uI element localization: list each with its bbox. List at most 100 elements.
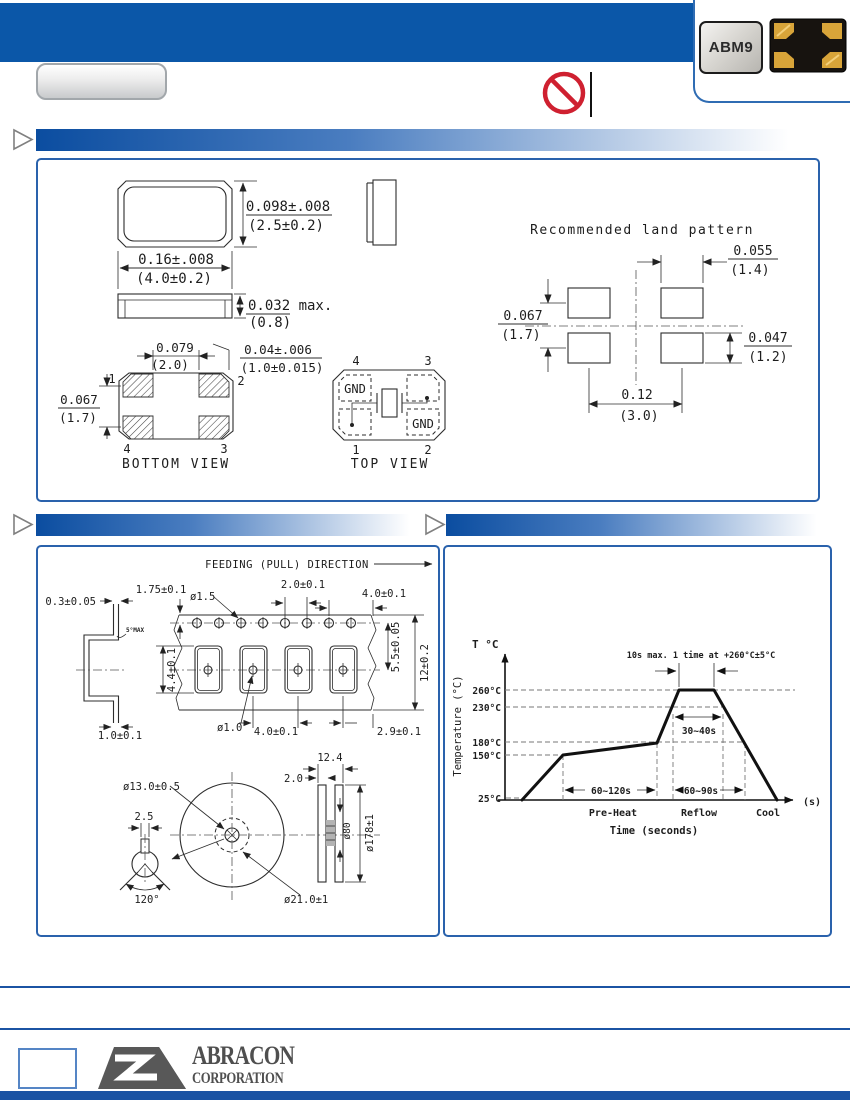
- prohibition-icon: [542, 71, 586, 115]
- dim-thickness-in: 0.032 max.: [248, 298, 332, 314]
- duration-preheat: 60~120s: [591, 786, 631, 797]
- chip-photo-top: ABM9: [699, 21, 763, 74]
- duration-peak: 30~40s: [682, 726, 716, 737]
- dim-12: 12±0.2: [419, 644, 431, 682]
- header-tab: [36, 63, 167, 100]
- top-pin-4: 4: [352, 354, 359, 368]
- dim-width-mm: (4.0±0.2): [136, 271, 212, 287]
- feeding-direction-label: FEEDING (PULL) DIRECTION: [205, 559, 369, 571]
- dim-tape-angle: 5°MAX: [126, 627, 144, 634]
- lp-pad-width-mm: (1.4): [730, 263, 769, 278]
- dim-d3-in: 0.067: [60, 392, 98, 407]
- peak-note: 10s max. 1 time at +260°C±5°C: [627, 650, 775, 661]
- lp-pad-height-in: 0.047: [748, 331, 787, 346]
- hub-keyway-detail: 2.5 120°: [119, 811, 225, 906]
- abracon-wordmark: ABRACON CORPORATION: [192, 1043, 295, 1087]
- dim-thickness-mm: (0.8): [249, 315, 291, 331]
- section-bar-tape-reel: [36, 514, 425, 536]
- phase-cool: Cool: [756, 808, 780, 819]
- bottom-pin-1: 1: [108, 372, 115, 386]
- brand-line-2: CORPORATION: [192, 1070, 284, 1087]
- section-bullet-icon: [13, 128, 34, 151]
- tick-150: 150°C: [472, 751, 501, 762]
- dim-d3-mm: (1.7): [59, 410, 97, 425]
- dim-4.0-top: 4.0±0.1: [362, 588, 406, 600]
- tick-260: 260°C: [472, 686, 501, 697]
- y-axis-title: Temperature (°C): [452, 675, 464, 776]
- dim-flange: 2.0: [284, 773, 303, 785]
- dim-0.3: 0.3±0.05: [45, 596, 96, 608]
- dim-reel-dia: ø178±1: [364, 814, 376, 852]
- header-bar: [0, 3, 695, 62]
- top-view-drawing: GND GND 4 3 1 2 TOP VIEW: [332, 354, 446, 472]
- lp-pitch-in: 0.12: [621, 388, 652, 403]
- gnd-label: GND: [412, 417, 434, 431]
- top-pin-1: 1: [352, 443, 359, 457]
- tape-drawing: FEEDING (PULL) DIRECTION: [45, 559, 433, 742]
- section-bullet-icon: [13, 513, 34, 536]
- y-axis-symbol: T °C: [472, 638, 499, 651]
- footer-divider-bottom: [0, 1028, 850, 1030]
- dim-d1-mm: (2.0): [151, 357, 189, 372]
- tick-230: 230°C: [472, 703, 501, 714]
- lp-pad-width-in: 0.055: [733, 244, 772, 259]
- lp-row-pitch-in: 0.067: [503, 309, 542, 324]
- tick-25: 25°C: [478, 794, 501, 805]
- dim-key-angle: 120°: [134, 894, 159, 906]
- land-pattern-drawing: Recommended land pattern 0.055 (1.4) 0.0…: [498, 223, 792, 424]
- chip-pad-icon: [822, 23, 842, 39]
- dim-d2-mm: (1.0±0.015): [241, 360, 324, 375]
- reel-drawing: ø13.0±0.5 ø21.0±1 2.5 120°: [119, 752, 380, 906]
- chip-label: ABM9: [708, 39, 754, 56]
- top-pin-3: 3: [424, 354, 431, 368]
- dim-hole-dia: ø1.5: [190, 591, 215, 603]
- dim-2.9: 2.9±0.1: [377, 726, 421, 738]
- dim-width-in: 0.16±.008: [138, 252, 214, 268]
- bottom-pin-3: 3: [220, 442, 227, 456]
- sprocket-holes: [191, 617, 357, 629]
- land-pattern-title: Recommended land pattern: [530, 223, 754, 238]
- dim-4.0-bottom: 4.0±0.1: [254, 726, 298, 738]
- package-side-view: [366, 179, 397, 246]
- top-view-label: TOP VIEW: [351, 457, 430, 472]
- lp-pitch-mm: (3.0): [619, 409, 658, 424]
- tape-pockets: [194, 645, 358, 694]
- tape-reel-panel: FEEDING (PULL) DIRECTION: [36, 545, 440, 937]
- dim-key-width: 2.5: [135, 811, 154, 823]
- lp-pad-height-mm: (1.2): [748, 350, 787, 365]
- bottom-pin-2: 2: [237, 374, 244, 388]
- page-bottom-bar: [0, 1091, 850, 1100]
- bottom-view-drawing: 1 2 4 3 0.079 (2.0) 0.04±.006 (1.0±0.015…: [58, 340, 323, 472]
- dim-d1-in: 0.079: [156, 340, 194, 355]
- reflow-profile-panel: T °C (s) Temperature (°C) 260°C 230°C 18…: [443, 545, 832, 937]
- package-thickness-drawing: 0.032 max. (0.8): [117, 293, 332, 331]
- reflow-profile-curve: [520, 688, 779, 802]
- x-axis-unit: (s): [803, 797, 821, 808]
- tick-180: 180°C: [472, 738, 501, 749]
- dim-core-dia: ø21.0±1: [284, 894, 328, 906]
- chip-photo-bottom: [769, 18, 847, 73]
- section-bullet-icon: [425, 513, 446, 536]
- dim-4.4: 4.4±0.1: [166, 648, 178, 692]
- phase-reflow: Reflow: [681, 808, 718, 819]
- top-pin-2: 2: [424, 443, 431, 457]
- chip-pad-icon: [774, 52, 794, 68]
- dim-1.75: 1.75±0.1: [136, 584, 187, 596]
- bottom-pin-4: 4: [123, 442, 130, 456]
- dim-1.0: 1.0±0.1: [98, 730, 142, 742]
- phase-preheat: Pre-Heat: [589, 808, 637, 819]
- package-outline-drawing: 0.098±.008 (2.5±0.2) 0.16±.008 (4.0±0.2): [117, 180, 332, 289]
- dim-wound-dia: ø80: [342, 822, 353, 839]
- tape-cross-section: 5°MAX: [76, 604, 144, 723]
- bottom-view-label: BOTTOM VIEW: [122, 457, 230, 472]
- dim-height-in: 0.098±.008: [246, 199, 330, 215]
- dim-pocket-hole-dia: ø1.0: [217, 722, 242, 734]
- dim-d2-in: 0.04±.006: [244, 342, 312, 357]
- dimensions-panel: 0.098±.008 (2.5±0.2) 0.16±.008 (4.0±0.2)…: [36, 158, 820, 502]
- footer-logo-box: [18, 1048, 77, 1089]
- dim-height-mm: (2.5±0.2): [248, 218, 324, 234]
- dim-2.0: 2.0±0.1: [281, 579, 325, 591]
- dim-5.5: 5.5±0.05: [390, 622, 402, 673]
- dim-reel-width: 12.4: [317, 752, 342, 764]
- gnd-label: GND: [344, 382, 366, 396]
